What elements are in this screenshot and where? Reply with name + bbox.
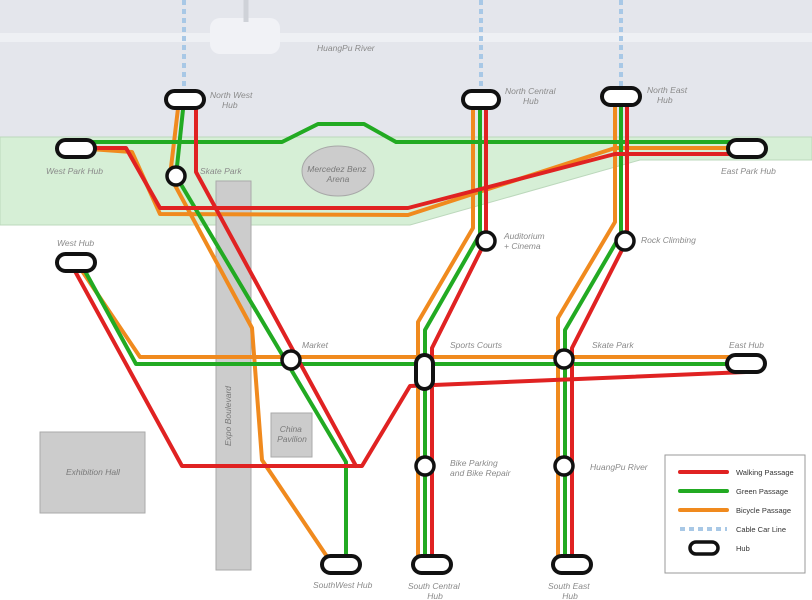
label-auditorium: Auditorium + Cinema (503, 231, 547, 251)
label-north-east-line1: North East (647, 85, 688, 95)
label-north-west-line2: Hub (222, 100, 238, 110)
exhibition-hall-label: Exhibition Hall (66, 467, 121, 477)
river-label: HuangPu River (317, 43, 376, 53)
label-north-east-line2: Hub (657, 95, 673, 105)
label-east-hub: East Hub (729, 340, 764, 350)
legend: Walking Passage Green Passage Bicycle Pa… (664, 454, 806, 574)
hubs (55, 86, 768, 575)
stop-skate-park-east[interactable] (553, 348, 575, 370)
label-bike-parking-line1: Bike Parking (450, 458, 498, 468)
hub-south-west[interactable] (320, 554, 362, 575)
label-bike-parking: Bike Parking and Bike Repair (450, 458, 512, 478)
china-pavilion-line2: Pavilion (277, 434, 307, 444)
label-south-central-hub: South Central Hub (408, 581, 462, 600)
hub-north-central[interactable] (461, 89, 501, 110)
green-passage (74, 96, 748, 566)
stop-rock-climbing[interactable] (614, 230, 636, 252)
label-north-west-hub: North West Hub (210, 90, 255, 110)
label-north-central-line1: North Central (505, 86, 557, 96)
expo-boulevard-label: Expo Boulevard (223, 386, 233, 446)
river-zone (0, 0, 812, 137)
stop-auditorium[interactable] (475, 230, 497, 252)
label-sports-courts: Sports Courts (450, 340, 503, 350)
exhibition-hall-building (39, 431, 146, 514)
china-pavilion-line1: China (280, 424, 302, 434)
label-skate-park-east: Skate Park (592, 340, 634, 350)
legend-hub-swatch (688, 540, 720, 556)
label-south-central-line1: South Central (408, 581, 461, 591)
walking-passage (68, 96, 748, 566)
china-pavilion-building (270, 412, 313, 458)
label-bike-parking-line2: and Bike Repair (450, 468, 512, 478)
stop-market[interactable] (280, 349, 302, 371)
label-south-east-line1: South East (548, 581, 590, 591)
cable-car-lines (182, 0, 623, 90)
arena-label-line2: Arena (326, 174, 350, 184)
hub-west[interactable] (55, 252, 97, 273)
label-south-east-hub: South East Hub (548, 581, 592, 600)
hub-sports-courts[interactable] (414, 353, 435, 391)
stop-skate-park-north[interactable] (165, 165, 187, 187)
label-south-east-line2: Hub (562, 591, 578, 600)
arena-label: Mercedez Benz Arena (307, 164, 368, 184)
label-auditorium-line1: Auditorium (503, 231, 545, 241)
label-north-east-hub: North East Hub (647, 85, 690, 105)
label-rock-climbing: Rock Climbing (641, 235, 696, 245)
label-west-hub: West Hub (57, 238, 94, 248)
label-north-central-line2: Hub (523, 96, 539, 106)
hub-north-west[interactable] (164, 89, 206, 110)
label-market: Market (302, 340, 329, 350)
stop-bike-parking[interactable] (414, 455, 436, 477)
label-north-west-line1: North West (210, 90, 253, 100)
legend-cable-label: Cable Car Line (736, 525, 786, 534)
arena-building (301, 145, 375, 197)
label-auditorium-line2: + Cinema (504, 241, 541, 251)
legend-hub-label: Hub (736, 544, 750, 553)
park-zone (0, 136, 812, 226)
hub-east[interactable] (725, 353, 767, 374)
legend-walking-label: Walking Passage (736, 468, 794, 477)
hub-north-east[interactable] (600, 86, 642, 107)
stops (165, 165, 636, 477)
stop-huangpu-river[interactable] (553, 455, 575, 477)
label-south-central-line2: Hub (427, 591, 443, 600)
legend-green-label: Green Passage (736, 487, 788, 496)
label-skate-park-north: Skate Park (200, 166, 242, 176)
hub-south-central[interactable] (411, 554, 453, 575)
river-pier (210, 18, 280, 54)
hub-south-east[interactable] (551, 554, 593, 575)
hub-east-park[interactable] (726, 138, 768, 159)
legend-bicycle-label: Bicycle Passage (736, 506, 791, 515)
label-west-park-hub: West Park Hub (46, 166, 103, 176)
label-huangpu-river-stop: HuangPu River (590, 462, 649, 472)
arena-label-line1: Mercedez Benz (307, 164, 367, 174)
label-south-west-hub: SouthWest Hub (313, 580, 373, 590)
legend-box (664, 454, 806, 574)
label-east-park-hub: East Park Hub (721, 166, 776, 176)
label-north-central-hub: North Central Hub (505, 86, 558, 106)
hub-west-park[interactable] (55, 138, 97, 159)
expo-boulevard (215, 180, 252, 571)
china-pavilion-label: China Pavilion (277, 424, 307, 444)
river-band (0, 33, 812, 42)
